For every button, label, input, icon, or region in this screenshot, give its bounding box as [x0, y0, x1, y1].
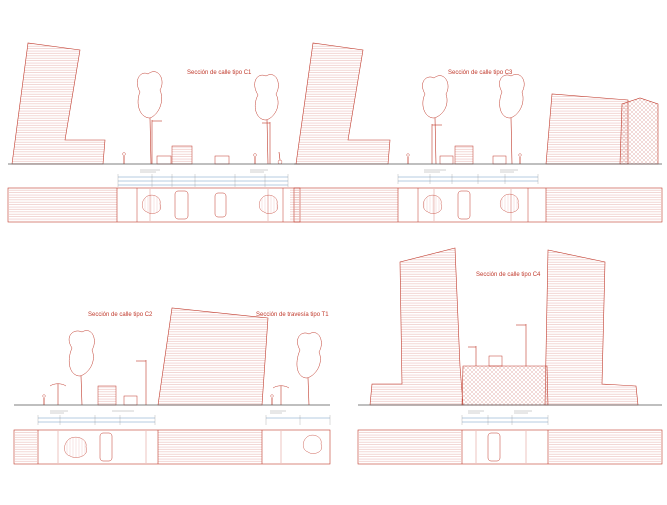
- car-vehicle: [156, 155, 172, 165]
- car-plan: [487, 432, 501, 462]
- tree: [137, 71, 163, 165]
- building-tall-right: [544, 249, 639, 406]
- bus-plan: [99, 432, 113, 462]
- pedestrian-figure: [406, 153, 410, 164]
- section-title-c3: Sección de calle tipo C3: [448, 70, 513, 76]
- street-lamp: [49, 383, 67, 405]
- pedestrian-figure: [122, 152, 126, 164]
- tree: [296, 332, 322, 406]
- building-footprint: [546, 189, 661, 221]
- building-footprint: [359, 431, 461, 463]
- pedestrian-figure: [270, 394, 274, 405]
- building-tall-left: [369, 247, 464, 406]
- building-footprint: [549, 431, 661, 463]
- car-vehicle: [439, 155, 454, 165]
- bus-vehicle: [454, 145, 474, 165]
- section-c3-plan: [293, 187, 663, 223]
- section-title-c4: Sección de calle tipo C4: [476, 272, 541, 278]
- bus-vehicle: [97, 385, 117, 406]
- bus-plan: [174, 190, 189, 220]
- car-vehicle: [214, 155, 230, 165]
- section-title-c1: Sección de calle tipo C1: [187, 70, 252, 76]
- tree: [254, 74, 279, 165]
- building-footprint: [15, 431, 37, 463]
- pedestrian-figure: [253, 153, 257, 164]
- building-l-shape: [295, 42, 391, 165]
- street-lamp: [516, 324, 527, 366]
- section-title-t1: Sección de travesía tipo T1: [256, 312, 329, 318]
- building-tall: [157, 307, 269, 406]
- street-platform: [461, 365, 549, 406]
- pedestrian-figure: [42, 394, 46, 405]
- street-lamp: [431, 124, 442, 164]
- tree: [422, 75, 449, 165]
- section-c4-elevation: [358, 247, 662, 406]
- bus-vehicle: [171, 145, 193, 165]
- tree: [68, 330, 95, 406]
- section-c2-t1-plan: [13, 429, 331, 465]
- building-footprint: [295, 189, 398, 221]
- pedestrian-figure: [518, 153, 522, 164]
- building-footprint: [290, 189, 299, 221]
- section-title-c2: Sección de calle tipo C2: [88, 312, 153, 318]
- car-plan: [214, 192, 227, 218]
- section-c2-t1-dimensions: [37, 410, 331, 425]
- building-block: [545, 93, 629, 165]
- street-lamp: [262, 122, 271, 164]
- street-lamp: [468, 346, 477, 366]
- street-lamp: [272, 385, 290, 405]
- section-c1-plan: [7, 187, 301, 223]
- bus-plan: [457, 190, 471, 220]
- building-footprint: [158, 431, 262, 463]
- car-vehicle: [488, 355, 503, 367]
- tree: [499, 74, 525, 165]
- car-vehicle: [492, 155, 507, 165]
- section-c1-dimensions: [117, 169, 289, 187]
- section-c2-t1-elevation: [14, 307, 330, 406]
- section-c3-elevation: [294, 42, 662, 165]
- building-footprint: [9, 189, 117, 221]
- street-lamp: [136, 360, 147, 405]
- building-block-textured: [619, 97, 659, 165]
- section-c1-elevation: [8, 42, 300, 165]
- building-l-shape: [11, 42, 106, 165]
- section-c3-dimensions: [397, 169, 539, 184]
- street-lamp: [151, 120, 162, 164]
- section-c4-dimensions: [461, 410, 549, 425]
- car-vehicle: [123, 395, 138, 406]
- cyclist-figure: [277, 151, 283, 165]
- section-c4-plan: [357, 429, 663, 465]
